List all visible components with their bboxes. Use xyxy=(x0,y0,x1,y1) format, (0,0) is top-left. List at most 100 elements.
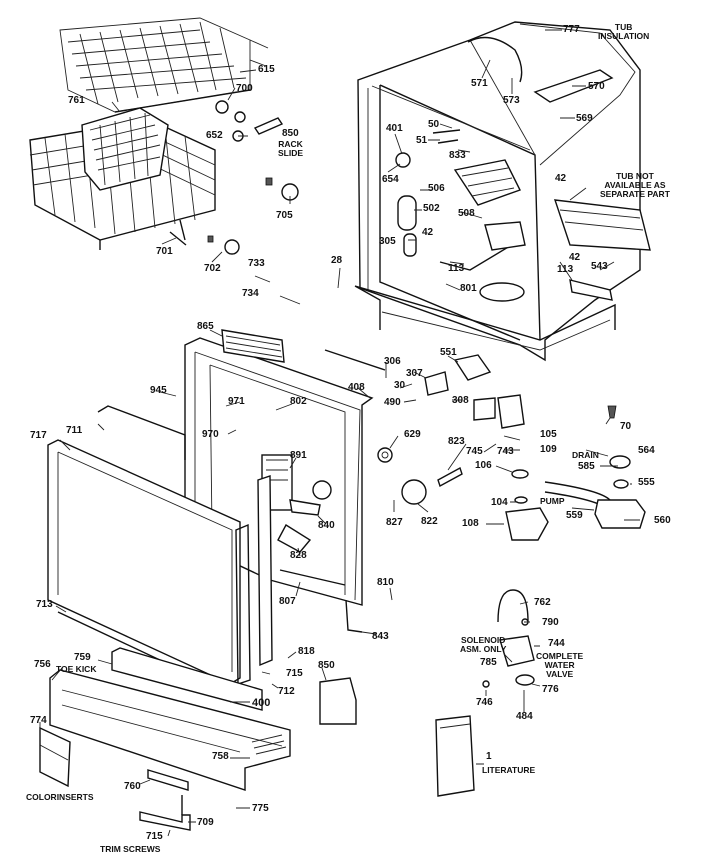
part-945: 945 xyxy=(150,385,167,396)
part-400: 400 xyxy=(252,697,271,709)
part-715b: 715 xyxy=(146,831,163,842)
part-775: 775 xyxy=(252,803,269,814)
part-790: 790 xyxy=(542,617,559,628)
caption-pump: PUMP xyxy=(540,496,565,506)
part-306: 306 xyxy=(384,356,401,367)
water-valve xyxy=(482,589,535,688)
part-970: 970 xyxy=(202,429,219,440)
part-891: 891 xyxy=(290,450,307,461)
part-508: 508 xyxy=(458,208,475,219)
upper-rack xyxy=(59,17,269,113)
part-717: 717 xyxy=(30,430,47,441)
part-50: 50 xyxy=(428,119,440,130)
part-401: 401 xyxy=(386,123,403,134)
part-818: 818 xyxy=(298,646,315,657)
part-713: 713 xyxy=(36,599,53,610)
caption-literature: LITERATURE xyxy=(482,765,536,775)
part-761: 761 xyxy=(68,95,85,106)
part-560: 560 xyxy=(654,515,671,526)
part-746: 746 xyxy=(476,697,493,708)
part-850b: 850 xyxy=(318,660,335,671)
part-490: 490 xyxy=(384,397,401,408)
toe-kick xyxy=(49,647,291,791)
caption-toe-kick: TOE KICK xyxy=(56,664,97,674)
part-652: 652 xyxy=(206,130,223,141)
part-484: 484 xyxy=(516,711,533,722)
part-564: 564 xyxy=(638,445,655,456)
part-827: 827 xyxy=(386,517,403,528)
part-105: 105 xyxy=(540,429,557,440)
part-762: 762 xyxy=(534,597,551,608)
caption-color-inserts: COLORINSERTS xyxy=(26,792,94,802)
part-629: 629 xyxy=(404,429,421,440)
part-715a: 715 xyxy=(286,668,303,679)
part-108: 108 xyxy=(462,518,479,529)
part-734: 734 xyxy=(242,288,259,299)
part-543: 543 xyxy=(591,261,608,272)
part-807: 807 xyxy=(279,596,296,607)
part-823: 823 xyxy=(448,436,465,447)
part-756: 756 xyxy=(34,659,51,670)
part-801: 801 xyxy=(460,283,477,294)
part-42b: 42 xyxy=(422,227,434,238)
leader-lines xyxy=(39,29,640,837)
part-711: 711 xyxy=(66,425,83,436)
part-833: 833 xyxy=(449,150,466,161)
part-758: 758 xyxy=(212,751,229,762)
part-408: 408 xyxy=(348,382,365,393)
part-709: 709 xyxy=(197,817,214,828)
color-insert xyxy=(39,726,71,788)
part-615: 615 xyxy=(258,64,275,75)
part-654: 654 xyxy=(382,174,399,185)
part-42c: 42 xyxy=(569,252,581,263)
part-104: 104 xyxy=(491,497,508,508)
part-840: 840 xyxy=(318,520,335,531)
part-559: 559 xyxy=(566,510,583,521)
part-42a: 42 xyxy=(555,173,567,184)
part-760: 760 xyxy=(124,781,141,792)
part-555: 555 xyxy=(638,477,655,488)
part-702: 702 xyxy=(204,263,221,274)
part-569: 569 xyxy=(576,113,593,124)
part-30: 30 xyxy=(394,380,406,391)
part-810: 810 xyxy=(377,577,394,588)
part-744: 744 xyxy=(548,638,565,649)
part-113a: 113 xyxy=(448,263,465,274)
part-113b: 113 xyxy=(557,264,574,275)
part-307: 307 xyxy=(406,368,423,379)
part-774: 774 xyxy=(30,715,47,726)
part-701: 701 xyxy=(156,246,173,257)
part-573: 573 xyxy=(503,95,520,106)
part-828: 828 xyxy=(290,550,307,561)
part-305: 305 xyxy=(379,236,396,247)
trim-pieces xyxy=(139,769,191,831)
part-700: 700 xyxy=(236,83,253,94)
part-802: 802 xyxy=(290,396,307,407)
part-759: 759 xyxy=(74,652,91,663)
part-712: 712 xyxy=(278,686,295,697)
part-571: 571 xyxy=(471,78,488,89)
outer-door-panel xyxy=(47,405,273,695)
part-705: 705 xyxy=(276,210,293,221)
caption-trim-screws: TRIM SCREWS xyxy=(100,844,161,854)
part-785: 785 xyxy=(480,657,497,668)
part-822: 822 xyxy=(421,516,438,527)
silverware-basket xyxy=(81,107,169,191)
part-843: 843 xyxy=(372,631,389,642)
part-743: 743 xyxy=(497,446,514,457)
part-28: 28 xyxy=(331,255,343,266)
part-106: 106 xyxy=(475,460,492,471)
part-776: 776 xyxy=(542,684,559,695)
part-865: 865 xyxy=(197,321,214,332)
part-850a: 850 xyxy=(282,128,299,139)
pump-assembly xyxy=(377,354,646,541)
part-733: 733 xyxy=(248,258,265,269)
rack-hardware xyxy=(169,100,299,255)
part-109: 109 xyxy=(540,444,557,455)
literature-booklet xyxy=(435,715,475,797)
